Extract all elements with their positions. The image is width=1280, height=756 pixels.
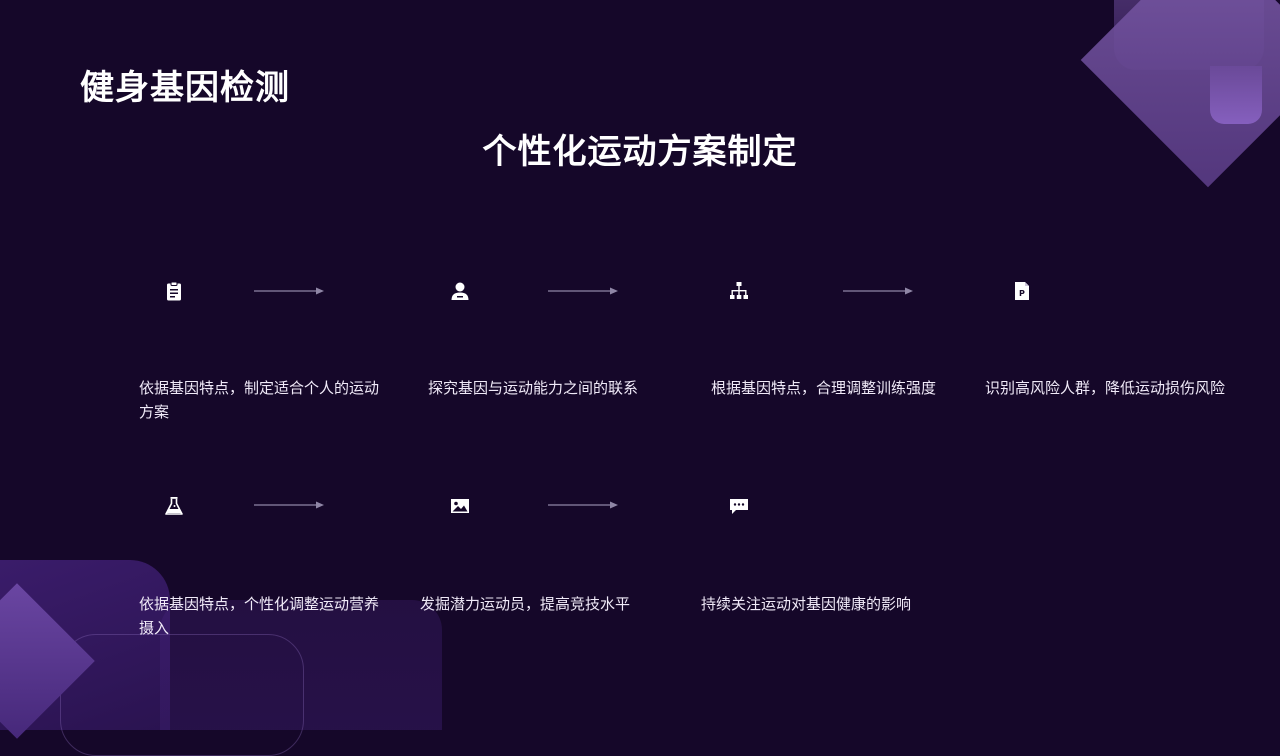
list-item-text: 持续关注运动对基因健康的影响: [701, 595, 912, 613]
user-icon: [450, 281, 470, 301]
page-title: 健身基因检测: [80, 68, 290, 108]
decorative-outline-bottom-left: [60, 634, 304, 756]
arrow-connector: [548, 287, 618, 295]
arrow-connector: [254, 287, 324, 295]
clipboard-icon: [164, 281, 184, 301]
svg-text:P: P: [1019, 289, 1025, 298]
decorative-square-top-right: [1114, 0, 1264, 70]
arrow-connector: [254, 501, 324, 509]
arrow-connector: [843, 287, 913, 295]
list-item-text: 发掘潜力运动员，提高竞技水平: [420, 595, 631, 613]
list-item-text: 依据基因特点，个性化调整运动营养摄入: [139, 595, 380, 637]
hierarchy-icon: [729, 281, 749, 301]
decorative-diamond-bottom-left: [0, 583, 95, 739]
list-item-text: 识别高风险人群，降低运动损伤风险: [985, 379, 1226, 397]
list-item-text: 根据基因特点，合理调整训练强度: [711, 379, 937, 397]
image-icon: [450, 496, 470, 516]
list-item-text: 探究基因与运动能力之间的联系: [428, 379, 639, 397]
document-icon: P: [1012, 281, 1032, 301]
decorative-block-bottom-left: [0, 560, 170, 730]
flask-icon: [164, 496, 184, 516]
list-item-text: 依据基因特点，制定适合个人的运动方案: [139, 379, 380, 421]
decorative-tab-top-right: [1210, 66, 1262, 124]
chat-icon: [729, 496, 749, 516]
section-subtitle: 个性化运动方案制定: [482, 132, 798, 172]
arrow-connector: [548, 501, 618, 509]
